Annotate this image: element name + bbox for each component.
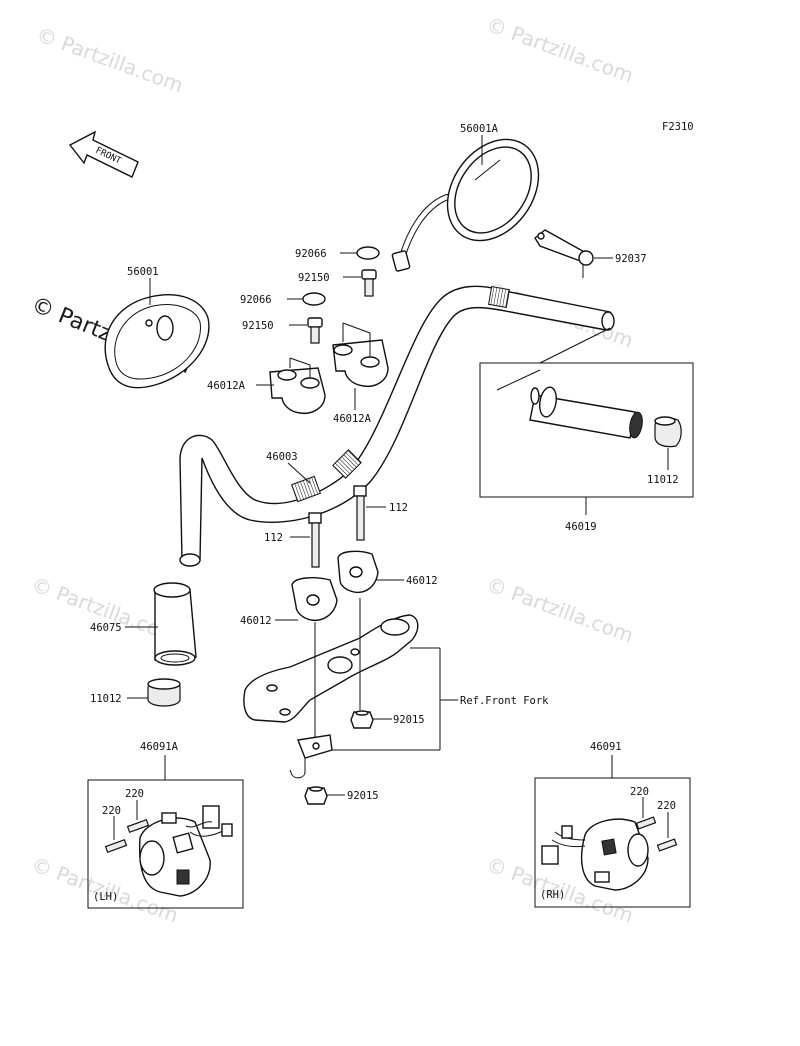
switch-lh <box>138 805 233 897</box>
cap-lower <box>302 292 326 306</box>
label-bolt-lower: 92150 <box>242 320 274 332</box>
label-side-rh: (RH) <box>540 889 565 901</box>
label-mirror-right: 56001A <box>460 123 499 135</box>
bolt-upper <box>361 269 377 297</box>
mirror-left <box>104 294 210 389</box>
screw-rh-a <box>635 816 657 830</box>
label-holder-upper-left: 46012A <box>207 380 246 392</box>
upper-triple-clamp <box>243 598 419 745</box>
bracket-hook <box>289 734 333 779</box>
nut-upper <box>350 710 374 729</box>
label-mirror-left: 56001 <box>127 266 159 278</box>
watermark-top-left: © Partzilla.com <box>33 22 186 97</box>
bolt-112-left <box>308 512 322 568</box>
label-nut-upper: 92015 <box>393 714 425 726</box>
watermark-layer: © Partzilla.com © Partzilla.com © Partzi… <box>28 12 637 927</box>
label-holder-lower-right: 46012 <box>406 575 438 587</box>
label-side-lh: (LH) <box>93 891 118 903</box>
label-wrench: 92037 <box>615 253 647 265</box>
label-screw-lh-b: 220 <box>102 805 121 817</box>
label-holder-upper-right: 46012A <box>333 413 372 425</box>
figure-code: F2310 <box>662 121 694 133</box>
label-ref-front-fork: Ref.Front Fork <box>460 695 549 707</box>
watermark-top-right: © Partzilla.com <box>483 12 636 87</box>
holder-upper-right <box>332 322 389 388</box>
label-end-cap-right: 11012 <box>647 474 679 486</box>
label-end-cap-left: 11012 <box>90 693 122 705</box>
leader-throttle-box-top <box>539 327 611 364</box>
label-cap-lower: 92066 <box>240 294 272 306</box>
holder-upper-left <box>269 357 326 415</box>
cap-upper <box>356 246 380 260</box>
end-cap-right <box>654 416 682 448</box>
label-grip-left: 46075 <box>90 622 122 634</box>
holder-lower-left <box>291 577 338 622</box>
label-screw-lh-a: 220 <box>125 788 144 800</box>
mirror-right <box>391 138 540 272</box>
label-bolt-112-right: 112 <box>389 502 408 514</box>
throttle-grip <box>529 386 643 439</box>
bolt-112-right <box>353 485 367 541</box>
holder-lower-right <box>337 550 379 594</box>
leader-handlebar <box>287 462 311 484</box>
screw-lh-b <box>104 838 128 854</box>
bolt-lower <box>307 317 323 344</box>
label-cap-upper: 92066 <box>295 248 327 260</box>
front-arrow-icon: FRONT <box>68 130 139 178</box>
nut-lower <box>304 786 328 805</box>
grip-left <box>153 582 197 666</box>
watermark-center-right: © Partzilla.com <box>483 572 636 647</box>
screw-rh-b <box>656 838 678 852</box>
label-handlebar: 46003 <box>266 451 298 463</box>
label-holder-lower-left: 46012 <box>240 615 272 627</box>
label-nut-lower: 92015 <box>347 790 379 802</box>
label-switch-rh: 46091 <box>590 741 622 753</box>
label-bolt-112-left: 112 <box>264 532 283 544</box>
label-bolt-upper: 92150 <box>298 272 330 284</box>
screw-lh-a <box>126 818 150 834</box>
label-switch-lh: 46091A <box>140 741 179 753</box>
end-cap-left <box>147 678 181 707</box>
switch-rh <box>541 818 649 891</box>
label-throttle-grip: 46019 <box>565 521 597 533</box>
label-screw-rh-a: 220 <box>630 786 649 798</box>
wrench-tool <box>534 229 594 278</box>
handlebar <box>179 285 615 567</box>
label-screw-rh-b: 220 <box>657 800 676 812</box>
